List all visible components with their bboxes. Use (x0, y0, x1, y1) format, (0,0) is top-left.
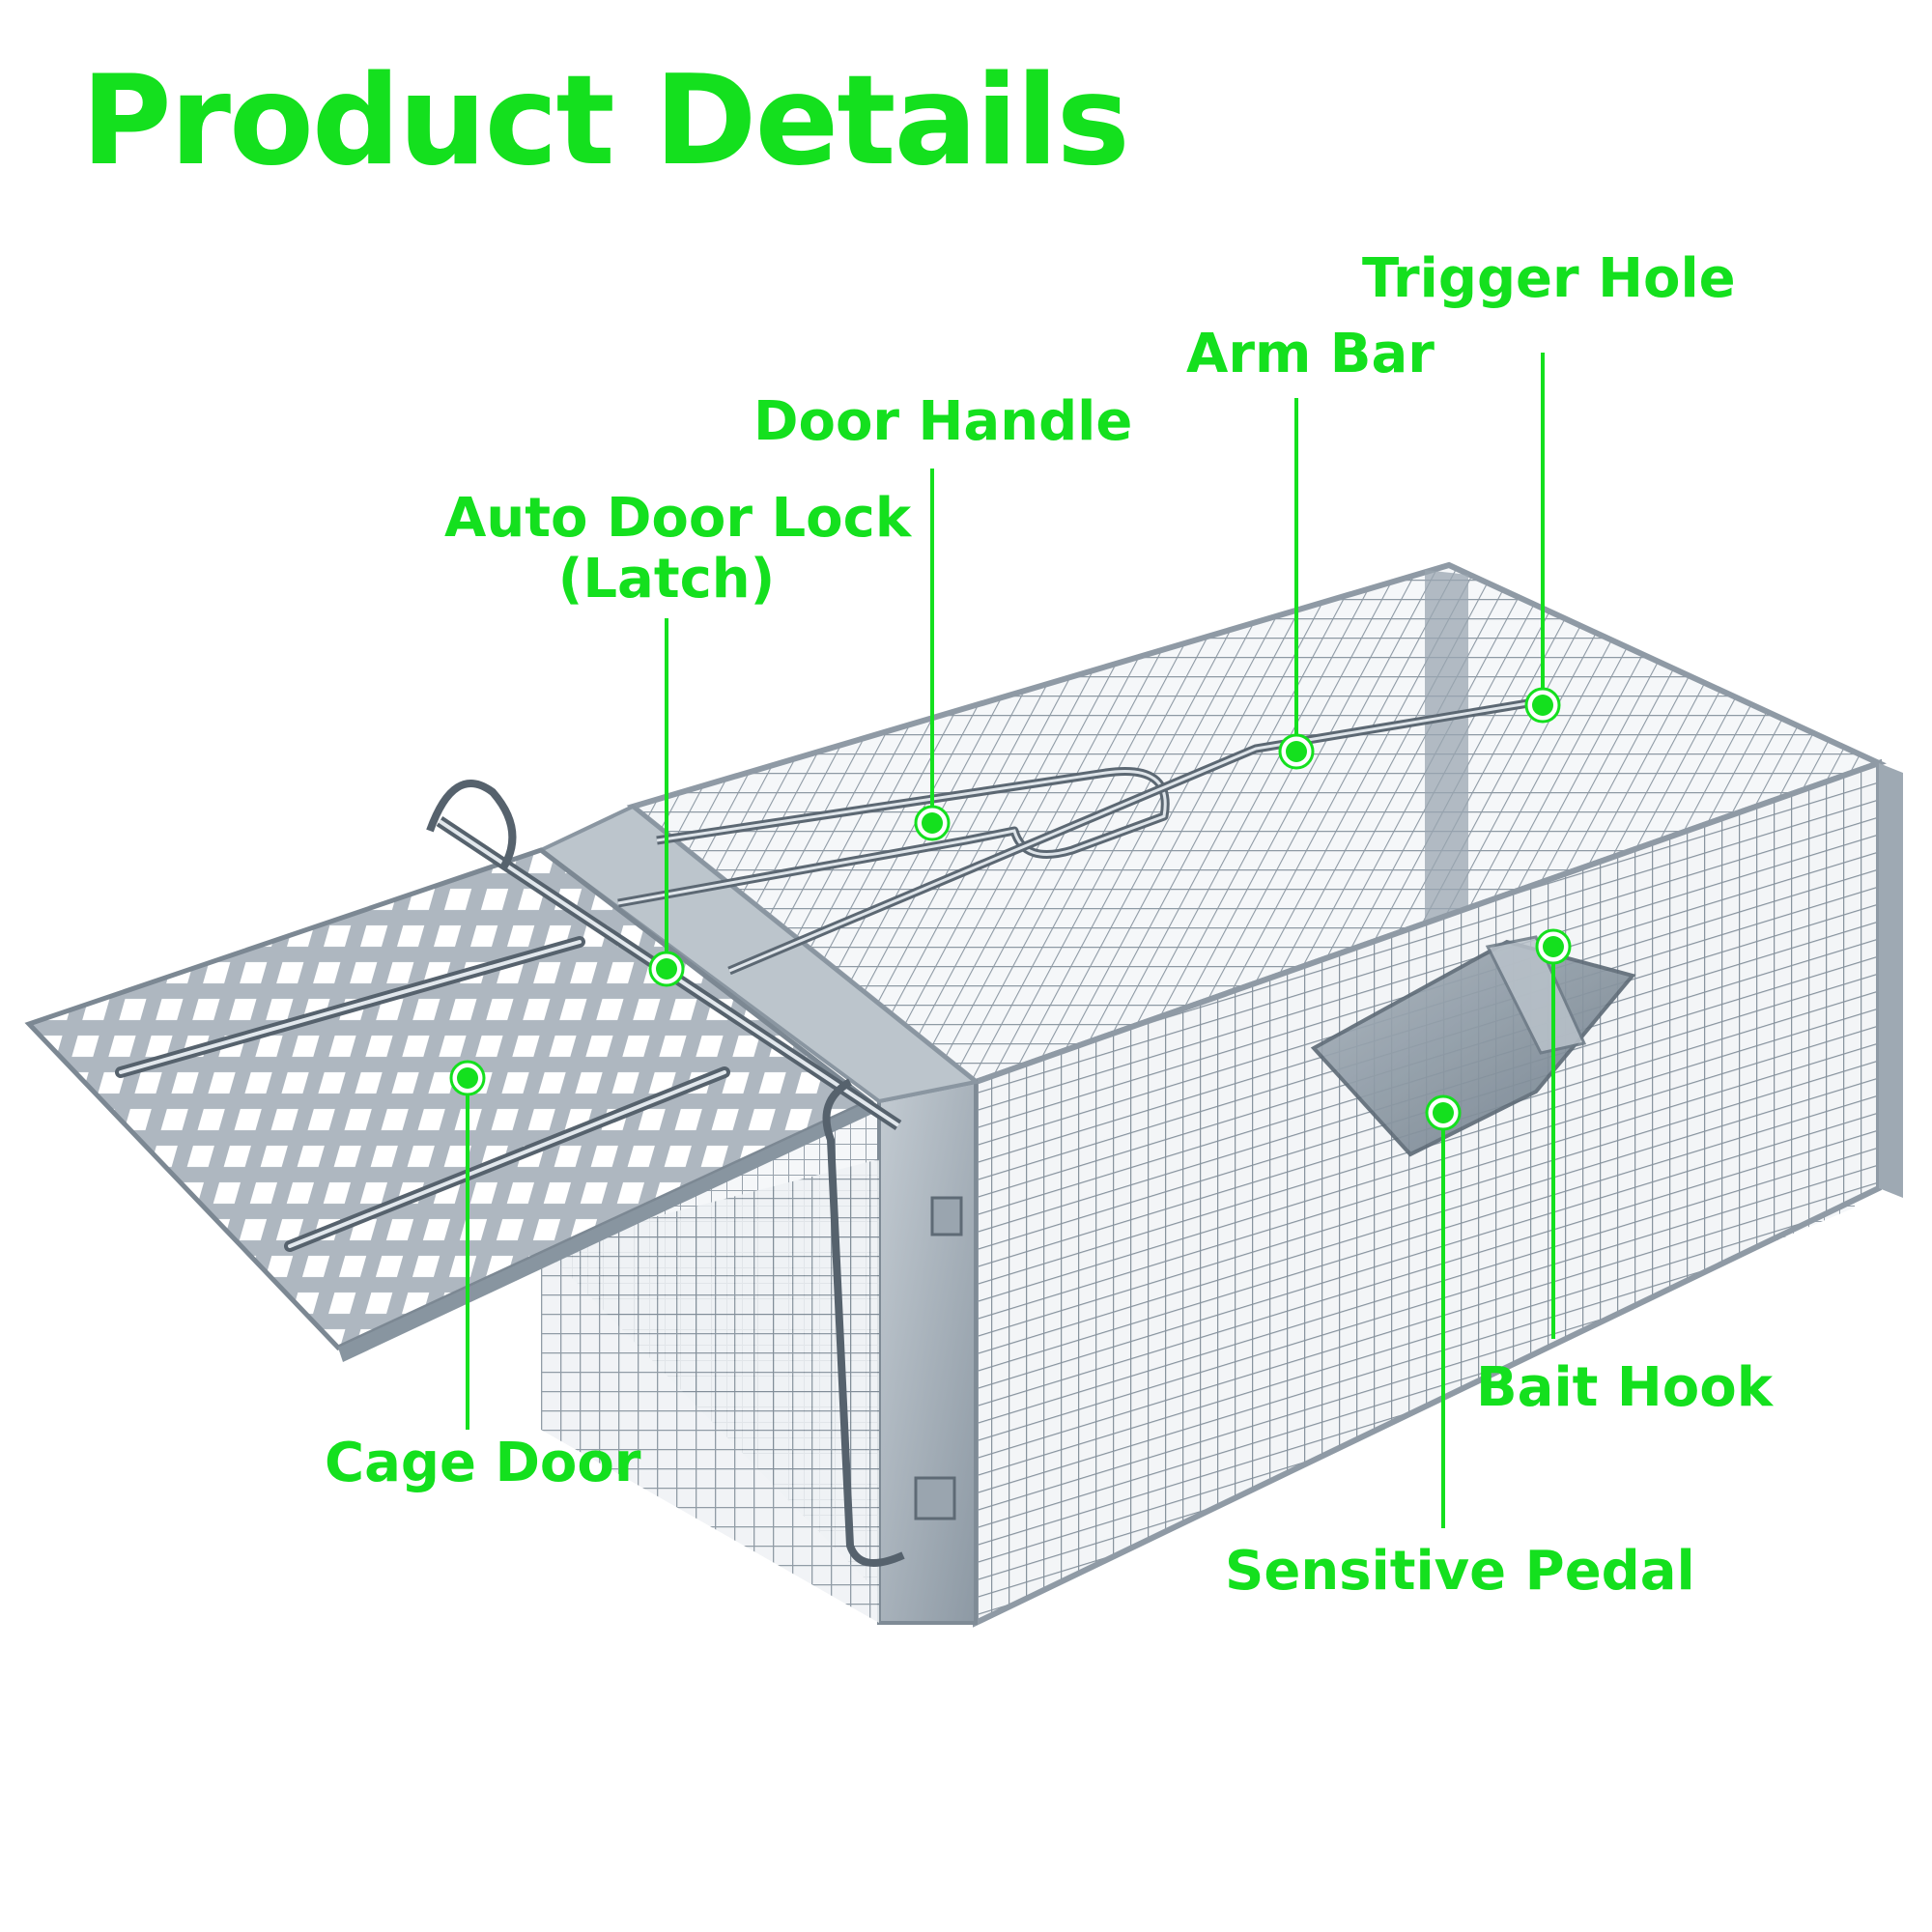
cage-end-panel (1879, 763, 1903, 1198)
label-sensitive-pedal: Sensitive Pedal (1225, 1540, 1695, 1603)
front-vertical-rod (822, 1078, 905, 1567)
pedal-stem (1485, 935, 1587, 1055)
page-title: Product Details (81, 49, 1130, 193)
label-arm-bar: Arm Bar (1186, 323, 1435, 385)
dot-cage-door (449, 1060, 486, 1096)
label-door-handle: Door Handle (753, 390, 1133, 453)
label-auto-door-lock-line1: Auto Door Lock (444, 487, 912, 550)
label-auto-door-lock: Auto Door Lock (Latch) (444, 487, 912, 611)
callout-dots (449, 687, 1572, 1131)
dot-bait-hook (1535, 928, 1572, 965)
cage-door-edge (338, 1101, 874, 1362)
latch-ring (426, 780, 517, 872)
label-bait-hook: Bait Hook (1476, 1356, 1773, 1419)
label-trigger-hole: Trigger Hole (1362, 247, 1736, 310)
callout-leaders (466, 353, 1555, 1528)
front-frame (877, 1079, 978, 1625)
label-cage-door: Cage Door (325, 1432, 641, 1494)
dot-arm-bar (1278, 733, 1315, 770)
front-clip-lower (914, 1476, 956, 1520)
dot-door-handle (914, 805, 951, 841)
back-frame-post (1425, 570, 1468, 966)
label-auto-door-lock-line2: (Latch) (557, 547, 776, 611)
dot-trigger-hole (1524, 687, 1561, 724)
front-clip-upper (930, 1196, 963, 1236)
front-opening (541, 1159, 879, 1623)
dot-sensitive-pedal (1425, 1094, 1462, 1131)
dot-auto-door-lock (648, 951, 685, 987)
